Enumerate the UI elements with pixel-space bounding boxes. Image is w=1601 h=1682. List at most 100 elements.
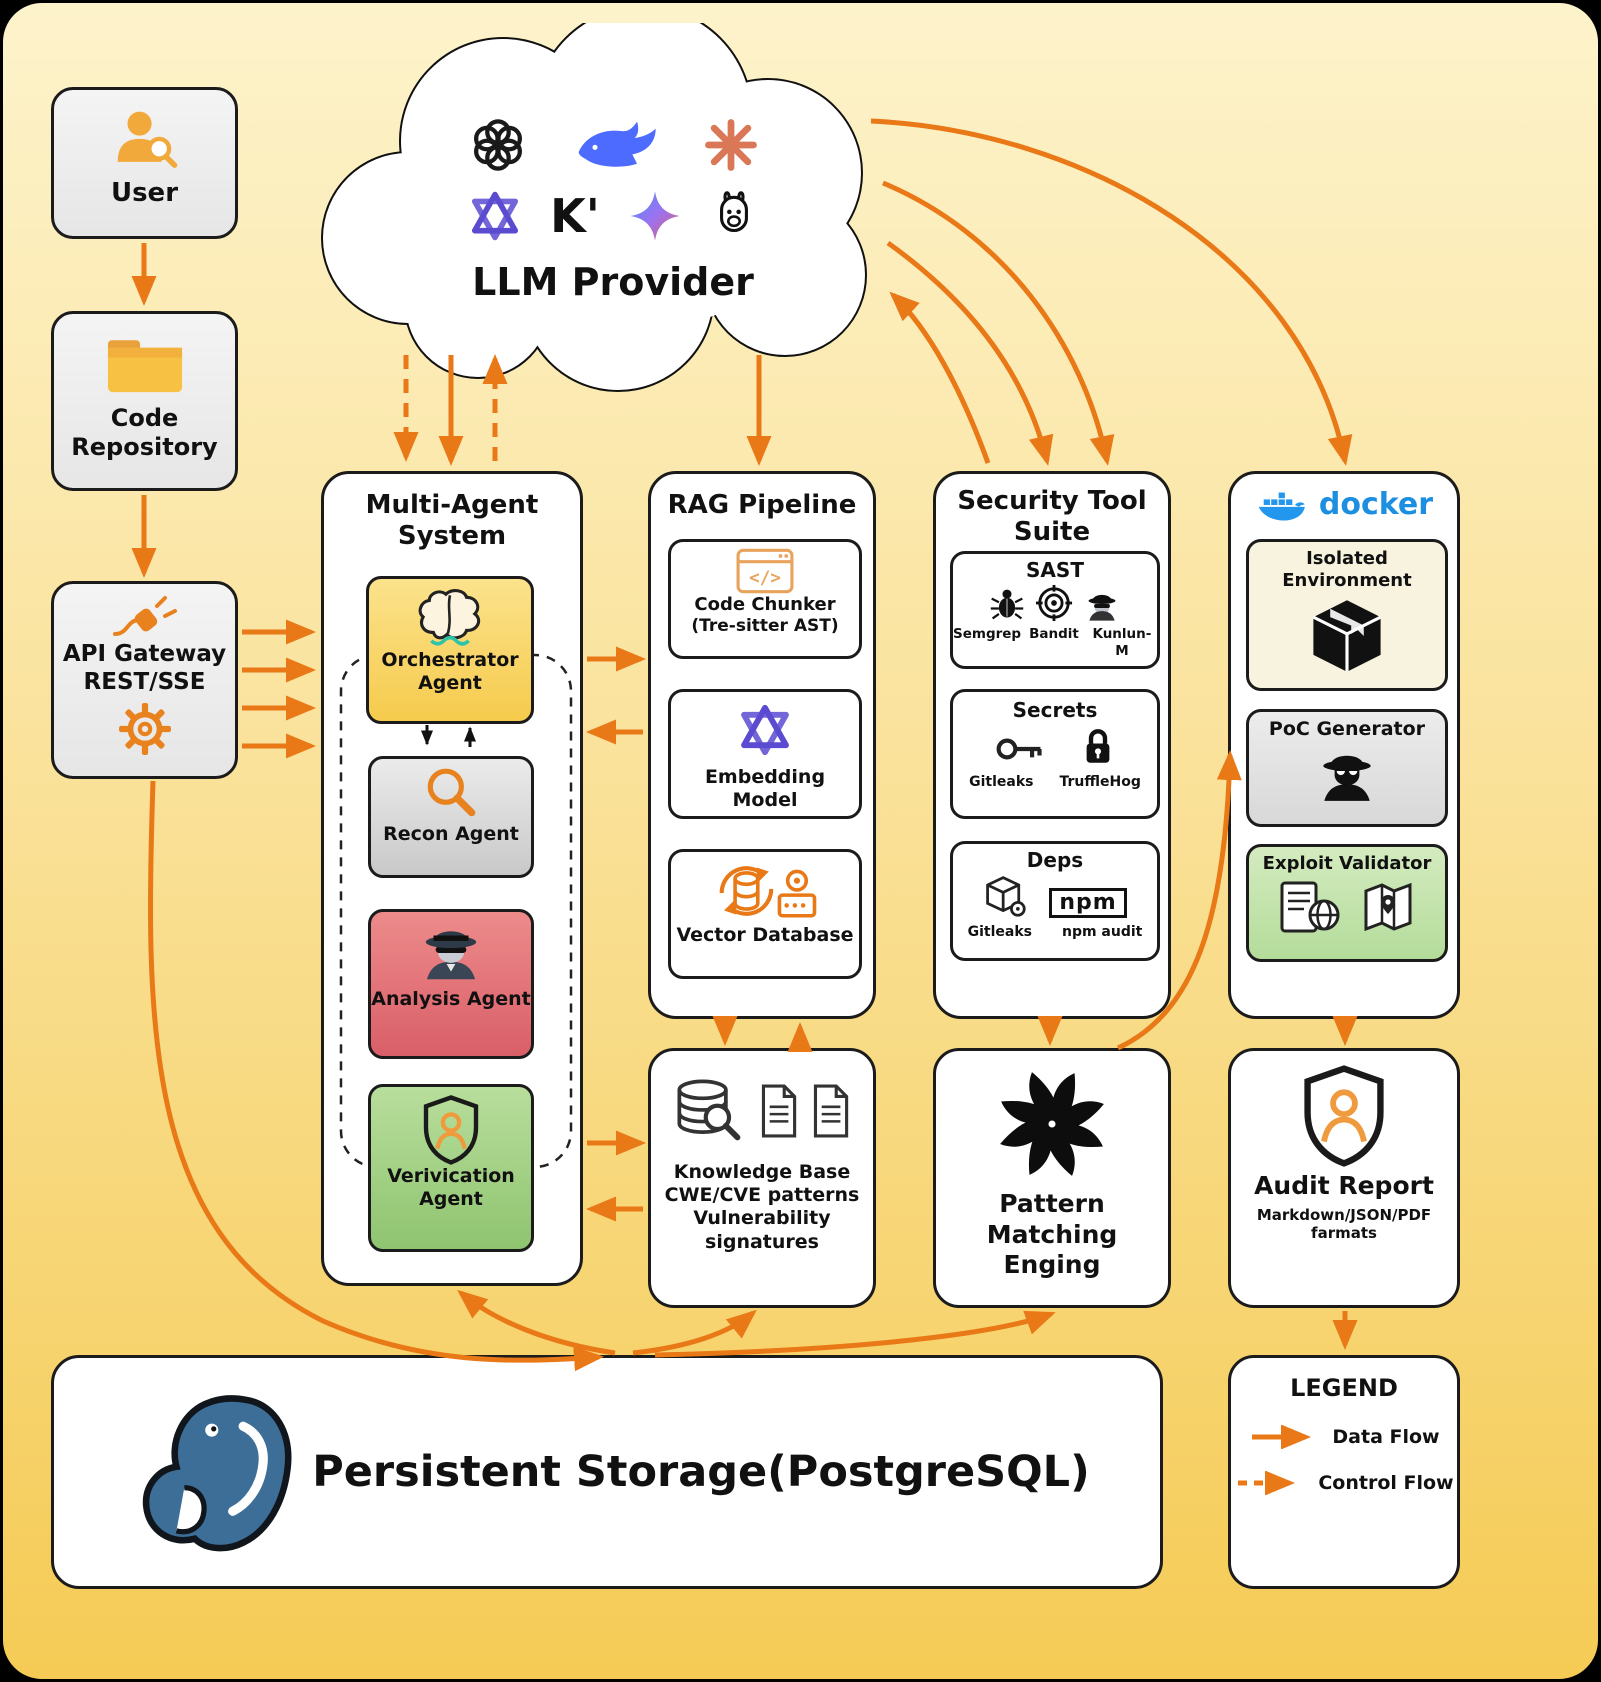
package-icon — [986, 876, 1026, 918]
legend-data-flow-label: Data Flow — [1332, 1425, 1440, 1448]
pattern-label-line3: Enging — [1003, 1250, 1101, 1279]
multi-agent-title-line2: System — [397, 521, 507, 552]
docker-header: docker — [1255, 486, 1433, 524]
api-gateway-label-line2: REST/SSE — [83, 669, 206, 696]
llm-provider-node: K' — [313, 23, 913, 418]
target-icon — [1035, 585, 1073, 622]
secrets-title: Secrets — [1012, 698, 1098, 722]
chunker-label-line2: (Tre-sitter AST) — [691, 615, 839, 636]
llm-provider-label: LLM Provider — [472, 260, 754, 304]
analysis-agent-node: Analysis Agent — [368, 909, 534, 1059]
api-gateway-label-line1: API Gateway — [62, 641, 227, 667]
knowledge-base-node: Knowledge Base CWE/CVE patterns Vulnerab… — [648, 1048, 876, 1308]
poc-label: PoC Generator — [1268, 718, 1426, 740]
code-repository-node: Code Repository — [51, 311, 238, 491]
vector-db-icon — [719, 866, 817, 918]
sast-tool-semgrep: Semgrep — [953, 626, 1022, 643]
legend-control-flow-label: Control Flow — [1318, 1471, 1454, 1494]
orchestrator-label-line2: Agent — [418, 672, 482, 695]
orchestrator-label-line1: Orchestrator — [381, 649, 519, 671]
map-pin-icon — [1364, 882, 1412, 932]
recon-label: Recon Agent — [383, 823, 519, 845]
code-window-icon: </> — [736, 548, 794, 594]
analysis-label: Analysis Agent — [371, 988, 531, 1010]
npm-logo: npm — [1049, 888, 1127, 919]
audit-subtitle-line2: farmats — [1311, 1223, 1377, 1242]
deps-title: Deps — [1026, 848, 1084, 872]
security-title-line2: Suite — [1013, 517, 1091, 548]
qwen-logo-icon — [472, 191, 519, 241]
recon-agent-node: Recon Agent — [368, 756, 534, 878]
kimi-logo: K' — [550, 189, 600, 243]
legend-box: LEGEND Data Flow Cont — [1228, 1355, 1460, 1589]
audit-title: Audit Report — [1254, 1171, 1434, 1200]
magnifier-icon — [427, 768, 476, 817]
gemini-sparkle-icon — [630, 191, 680, 241]
exploit-label: Exploit Validator — [1262, 853, 1432, 874]
verification-agent-node: Verivication Agent — [368, 1084, 534, 1252]
orchestrator-agent-node: Orchestrator Agent — [366, 576, 534, 724]
chunker-label-line1: Code Chunker — [694, 594, 836, 615]
vector-database-node: Vector Database — [668, 849, 862, 979]
isolated-label-line2: Environment — [1282, 569, 1412, 591]
embedding-label: Embedding Model — [704, 766, 826, 812]
api-gateway-node: API Gateway REST/SSE — [51, 581, 238, 779]
security-title-line1: Security Tool — [957, 486, 1147, 516]
persistent-storage-node: Persistent Storage(PostgreSQL) — [51, 1355, 1163, 1589]
audit-subtitle-line1: Markdown/JSON/PDF — [1256, 1205, 1432, 1224]
rag-title: RAG Pipeline — [667, 490, 857, 520]
deps-tool-npm-audit: npm audit — [1061, 924, 1143, 941]
arrow-storage-to-agents — [457, 1289, 616, 1356]
secrets-tool-gitleaks: Gitleaks — [969, 774, 1034, 791]
multi-agent-panel: Multi-Agent System Orchestrator Agent Re… — [321, 471, 583, 1286]
persistent-storage-label: Persistent Storage(PostgreSQL) — [312, 1446, 1090, 1497]
knowledge-icons — [673, 1077, 851, 1145]
pattern-label-line2: Matching — [986, 1219, 1118, 1249]
claude-asterisk-icon — [705, 119, 757, 171]
vector-db-label: Vector Database — [676, 924, 854, 946]
gear-icon — [118, 703, 171, 756]
audit-shield-icon — [1304, 1065, 1384, 1167]
report-globe-icon — [1280, 881, 1340, 933]
legend-data-flow-row: Data Flow — [1248, 1425, 1440, 1450]
ollama-llama-icon — [719, 191, 748, 233]
audit-report-node: Audit Report Markdown/JSON/PDF farmats — [1228, 1048, 1460, 1308]
black-cube-icon — [1312, 600, 1382, 672]
key-icon — [996, 738, 1042, 760]
user-search-icon — [117, 111, 177, 168]
legend-title: LEGEND — [1290, 1374, 1398, 1402]
document-icon — [761, 1084, 797, 1138]
knowledge-label-line3: Vulnerability — [693, 1207, 831, 1230]
lock-icon — [1086, 729, 1110, 764]
poc-generator-node: PoC Generator — [1246, 709, 1448, 827]
folder-icon — [107, 340, 182, 393]
sast-tool-bandit: Bandit — [1029, 626, 1079, 643]
code-repository-label: Code Repository — [71, 404, 218, 462]
deepseek-whale-icon — [578, 121, 656, 167]
code-glyph: </> — [749, 568, 781, 588]
docker-brand-label: docker — [1318, 486, 1434, 522]
isolated-environment-node: Isolated Environment — [1246, 539, 1448, 691]
data-flow-arrow-icon — [1252, 1425, 1312, 1450]
shield-person-icon — [423, 1095, 479, 1165]
sast-title: SAST — [1026, 558, 1084, 582]
isolated-label-line1: Isolated — [1306, 548, 1388, 569]
secrets-tool-trufflehog: TruffleHog — [1059, 774, 1141, 791]
user-label: User — [110, 178, 179, 208]
knowledge-label-line1: Knowledge Base — [673, 1161, 851, 1183]
exploit-validator-node: Exploit Validator — [1246, 844, 1448, 962]
pattern-label-line1: Pattern — [999, 1189, 1105, 1218]
deps-tool-gitleaks: Gitleaks — [967, 924, 1032, 941]
docker-panel: docker Isolated Environment PoC Generato… — [1228, 471, 1460, 1019]
user-node: User — [51, 87, 238, 239]
rag-pipeline-panel: RAG Pipeline </> Code Chunker (Tre-sitte… — [648, 471, 876, 1019]
deps-node: Deps npm Gitleaks npm audit — [950, 841, 1160, 961]
postgresql-elephant-icon — [142, 1395, 292, 1552]
llm-logo-row-2: K' — [468, 187, 758, 245]
document-icon — [813, 1084, 849, 1138]
verification-label-line1: Verivication — [387, 1165, 515, 1187]
vortex-icon — [999, 1071, 1105, 1177]
spy-hat-icon — [1088, 595, 1116, 622]
bug-icon — [990, 589, 1024, 620]
